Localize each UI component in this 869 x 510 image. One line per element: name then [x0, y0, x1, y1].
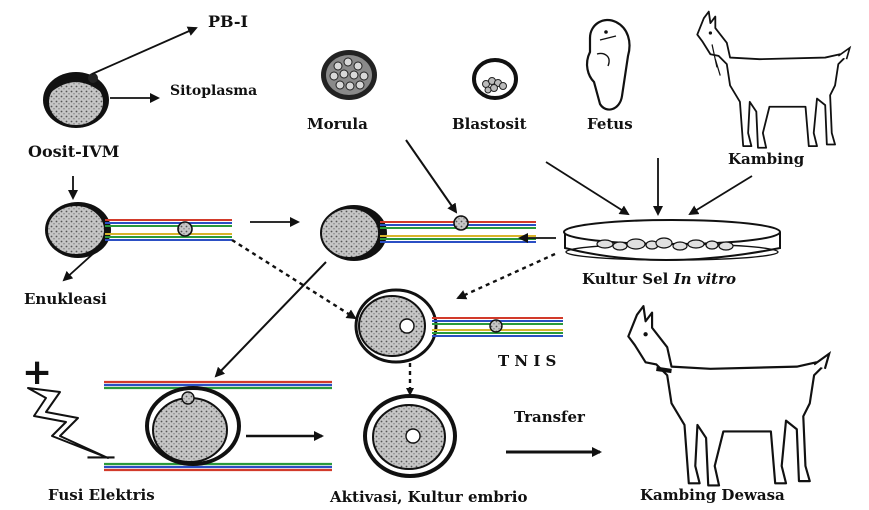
label-fusi-elektris: Fusi Elektris [48, 486, 155, 504]
adult-goat-icon [628, 306, 829, 485]
arrow-pb1 [92, 28, 196, 74]
arrow-morula-down [406, 140, 456, 212]
activation-cell [365, 396, 455, 476]
label-fetus: Fetus [587, 115, 633, 133]
label-kambing: Kambing [728, 150, 804, 168]
blastocyst-icon [474, 60, 516, 98]
label-in-vitro: In vitro [674, 270, 736, 288]
enucleation-cell [45, 202, 232, 258]
petri-dish-icon [564, 220, 780, 260]
label-transfer: Transfer [514, 408, 585, 426]
label-aktivasi: Aktivasi, Kultur embrio [330, 488, 527, 506]
fusion-cell [104, 382, 332, 470]
label-pb1: PB-I [208, 12, 248, 31]
fetus-icon [587, 20, 629, 110]
arrow-to-fusion [216, 262, 326, 376]
oocyte-ivm-cell [43, 72, 109, 128]
dashed-arrow-dish [458, 254, 555, 298]
morula-icon [321, 50, 377, 100]
label-blastosit: Blastosit [452, 115, 527, 133]
recipient-cell [321, 205, 536, 261]
label-tnis: T N I S [498, 352, 556, 370]
plus-sign: + [22, 352, 52, 393]
arrow-from-goat [690, 176, 752, 214]
label-enukleasi: Enukleasi [24, 290, 107, 308]
label-oosit-ivm: Oosit-IVM [28, 142, 119, 161]
label-kambing-dewasa: Kambing Dewasa [640, 486, 785, 504]
label-kultur-sel: Kultur Sel In vitro [582, 270, 736, 288]
goat-icon [697, 12, 850, 148]
label-kultur-sel-prefix: Kultur Sel [582, 270, 674, 288]
minus-sign: — [86, 439, 116, 474]
label-morula: Morula [307, 115, 368, 133]
enucleation-pipette [105, 220, 232, 240]
label-sitoplasma: Sitoplasma [170, 83, 257, 99]
arrow-from-blastocyst [546, 162, 628, 214]
